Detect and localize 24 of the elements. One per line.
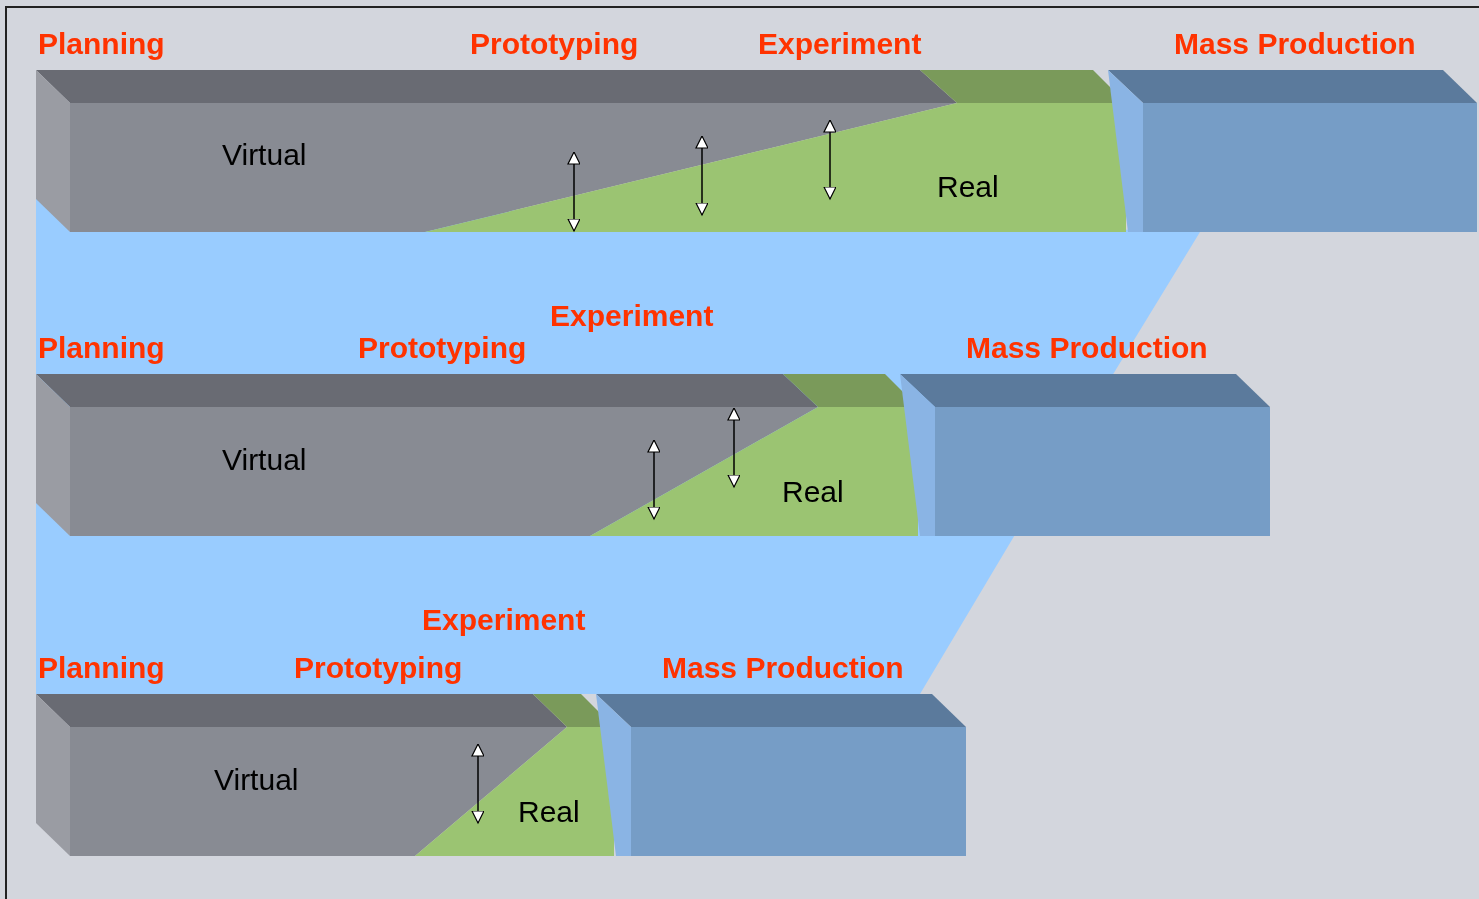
segment-label: Virtual xyxy=(214,765,299,795)
segment-label: Real xyxy=(518,797,580,827)
segment-label: Real xyxy=(937,172,999,202)
double-arrow xyxy=(727,407,741,488)
phase-label: Prototyping xyxy=(294,653,463,683)
segment-label: Virtual xyxy=(222,445,307,475)
segment-label: Virtual xyxy=(222,140,307,170)
double-arrow xyxy=(647,439,661,520)
phase-label: Mass Production xyxy=(1174,29,1416,59)
double-arrow xyxy=(695,135,709,216)
phase-label: Planning xyxy=(38,333,165,363)
phase-label: Mass Production xyxy=(966,333,1208,363)
phase-label: Experiment xyxy=(550,301,714,331)
phase-label: Planning xyxy=(38,653,165,683)
double-arrow xyxy=(567,151,581,232)
phase-label: Prototyping xyxy=(470,29,639,59)
phase-label: Prototyping xyxy=(358,333,527,363)
double-arrow xyxy=(471,743,485,824)
phase-label: Experiment xyxy=(422,605,586,635)
double-arrow xyxy=(823,119,837,200)
phase-label: Planning xyxy=(38,29,165,59)
segment-label: Real xyxy=(782,477,844,507)
phase-label: Mass Production xyxy=(662,653,904,683)
phase-label: Experiment xyxy=(758,29,922,59)
